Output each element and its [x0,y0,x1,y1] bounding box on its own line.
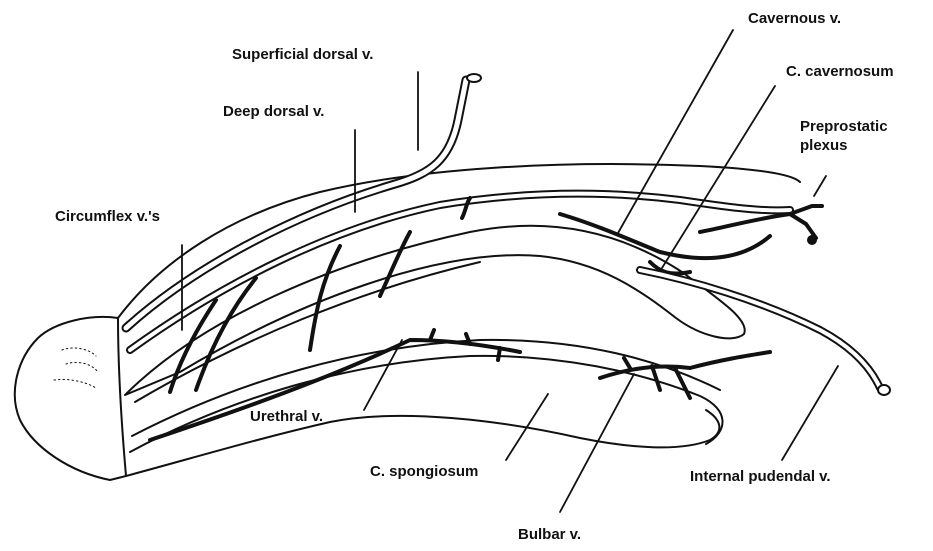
label-circumflex-vs: Circumflex v.'s [55,208,160,226]
label-deep-dorsal-v: Deep dorsal v. [223,103,324,121]
label-bulbar-v: Bulbar v. [518,526,581,544]
preprostatic-stump [808,236,816,244]
urethral-vein [150,330,520,440]
label-internal-pudendal-v: Internal pudendal v. [690,468,831,486]
leader-internal-pudendal [782,366,838,460]
superficial-dorsal-stump [467,74,481,82]
glans-texture [54,348,98,388]
leader-c-cavernosum [662,86,775,268]
leader-c-spongiosum [506,394,548,460]
leader-preprostatic [814,176,826,196]
label-preprostatic-plexus: Preprostatic plexus [800,117,888,155]
label-c-spongiosum: C. spongiosum [370,463,478,481]
label-c-cavernosum: C. cavernosum [786,63,894,81]
spongiosum-inner-line [132,340,720,436]
label-superficial-dorsal-v: Superficial dorsal v. [232,46,373,64]
leader-bulbar [560,374,634,512]
glans-outline [15,317,126,480]
internal-pudendal-stump [878,385,890,395]
label-urethral-v: Urethral v. [250,408,323,426]
label-cavernous-v: Cavernous v. [748,10,841,28]
circumflex-vein-3 [310,246,340,350]
